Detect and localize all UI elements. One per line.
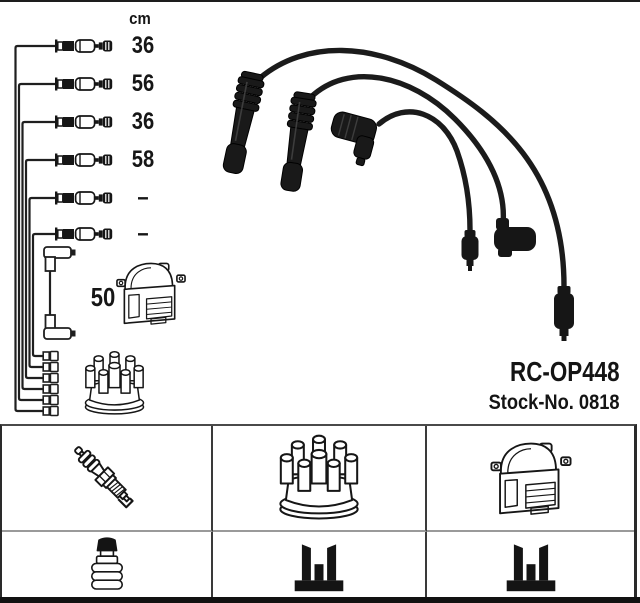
cable-length-value: – xyxy=(137,184,149,211)
distributor-cap-drawing xyxy=(84,350,145,415)
legend-cell-terminal-socket-1 xyxy=(213,532,427,599)
legend-cell-terminal-socket-2 xyxy=(427,532,634,599)
legend-cell-ignition-coil xyxy=(427,426,634,532)
cable-length-value: 36 xyxy=(131,108,155,135)
product-identification: RC-OP448 Stock-No. 0818 xyxy=(469,356,620,414)
terminal-socket-icon xyxy=(506,543,555,591)
coil-wire-schematic xyxy=(43,246,76,340)
plug-boot-1 xyxy=(222,70,265,175)
terminal-nut-icon xyxy=(90,536,123,590)
cable-length-value: 56 xyxy=(131,70,155,97)
cable-length-value: 58 xyxy=(131,146,155,173)
stock-number: 0818 xyxy=(579,391,620,414)
legend-cell-terminal-nut xyxy=(2,532,213,599)
ignition-coil-drawing xyxy=(116,262,186,325)
cable-set-photo xyxy=(222,47,574,341)
terminal-socket-icon xyxy=(294,543,344,591)
ignition-coil-icon xyxy=(489,442,572,516)
stock-number-line: Stock-No. 0818 xyxy=(489,392,620,413)
stock-label: Stock-No. xyxy=(488,391,575,414)
legend-cell-distributor-cap xyxy=(213,426,427,532)
plug-boot-3-elbow xyxy=(330,111,377,167)
component-legend-table xyxy=(0,424,637,599)
photo-connector-straight-long xyxy=(554,286,574,341)
legend-cell-spark-plug xyxy=(2,426,213,532)
distributor-end-connectors xyxy=(42,350,59,417)
cable-length-schematic xyxy=(14,38,186,417)
bottom-border-rule xyxy=(0,597,640,603)
plug-boot-2 xyxy=(280,91,317,192)
distributor-cap-icon xyxy=(279,434,359,520)
unit-header: cm xyxy=(129,9,151,28)
cable-length-value: – xyxy=(137,220,149,247)
photo-connector-elbow xyxy=(494,218,536,257)
top-border-rule xyxy=(0,0,640,2)
coil-wire-length-value: 50 xyxy=(90,282,116,312)
photo-connector-straight-small xyxy=(461,230,479,271)
part-number: RC-OP448 xyxy=(510,356,620,387)
cable-length-value: 36 xyxy=(131,32,155,59)
spark-plug-icon xyxy=(69,441,139,511)
ignition-cable-kit-artwork xyxy=(14,38,574,417)
